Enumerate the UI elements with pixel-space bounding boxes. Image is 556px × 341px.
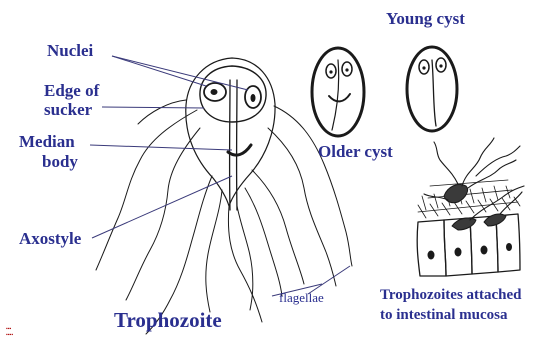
sucker-pointer xyxy=(102,107,204,108)
median-body-pointer xyxy=(90,145,232,150)
young-cyst-drawing xyxy=(407,47,457,131)
attached-trophozoites-label-line2: to intestinal mucosa xyxy=(380,308,508,324)
right-nucleus-karyosome xyxy=(251,94,256,102)
axostyle-pointer xyxy=(92,176,232,238)
median-body-label-line2: body xyxy=(42,153,78,171)
attached-trophozoite-3 xyxy=(484,214,506,226)
attached-flagella xyxy=(424,138,524,220)
trophozoite-label: Trophozoite xyxy=(114,309,222,331)
epithelial-nuclei xyxy=(428,243,513,260)
brush-border xyxy=(418,180,520,218)
young-cyst-label: Young cyst xyxy=(386,10,465,28)
nuclei-label: Nuclei xyxy=(47,42,93,60)
attached-trophozoites-label-line1: Trophozoites attached xyxy=(380,288,522,304)
older-cyst-label: Older cyst xyxy=(318,143,393,161)
edge-of-sucker-label-line1: Edge of xyxy=(44,82,99,100)
flagellae-label: flagellae xyxy=(279,291,324,305)
older-cyst-median-body xyxy=(329,94,350,101)
corner-stamp-mark: ▪▪▪▪▪▪▪ xyxy=(6,327,13,338)
young-cyst-axostyle xyxy=(432,60,436,126)
nuclei-pointer-1 xyxy=(112,56,206,86)
sucker-disc xyxy=(200,66,266,122)
mucosa-drawing xyxy=(417,138,524,276)
edge-of-sucker-label-line2: sucker xyxy=(44,101,92,119)
older-cyst-drawing xyxy=(312,48,364,136)
attached-trophozoite-2 xyxy=(452,218,476,230)
nuclei-pointer-2 xyxy=(112,56,248,90)
median-body-label-line1: Median xyxy=(19,133,75,151)
left-nucleus-karyosome xyxy=(211,89,218,95)
axostyle-label: Axostyle xyxy=(19,230,81,248)
